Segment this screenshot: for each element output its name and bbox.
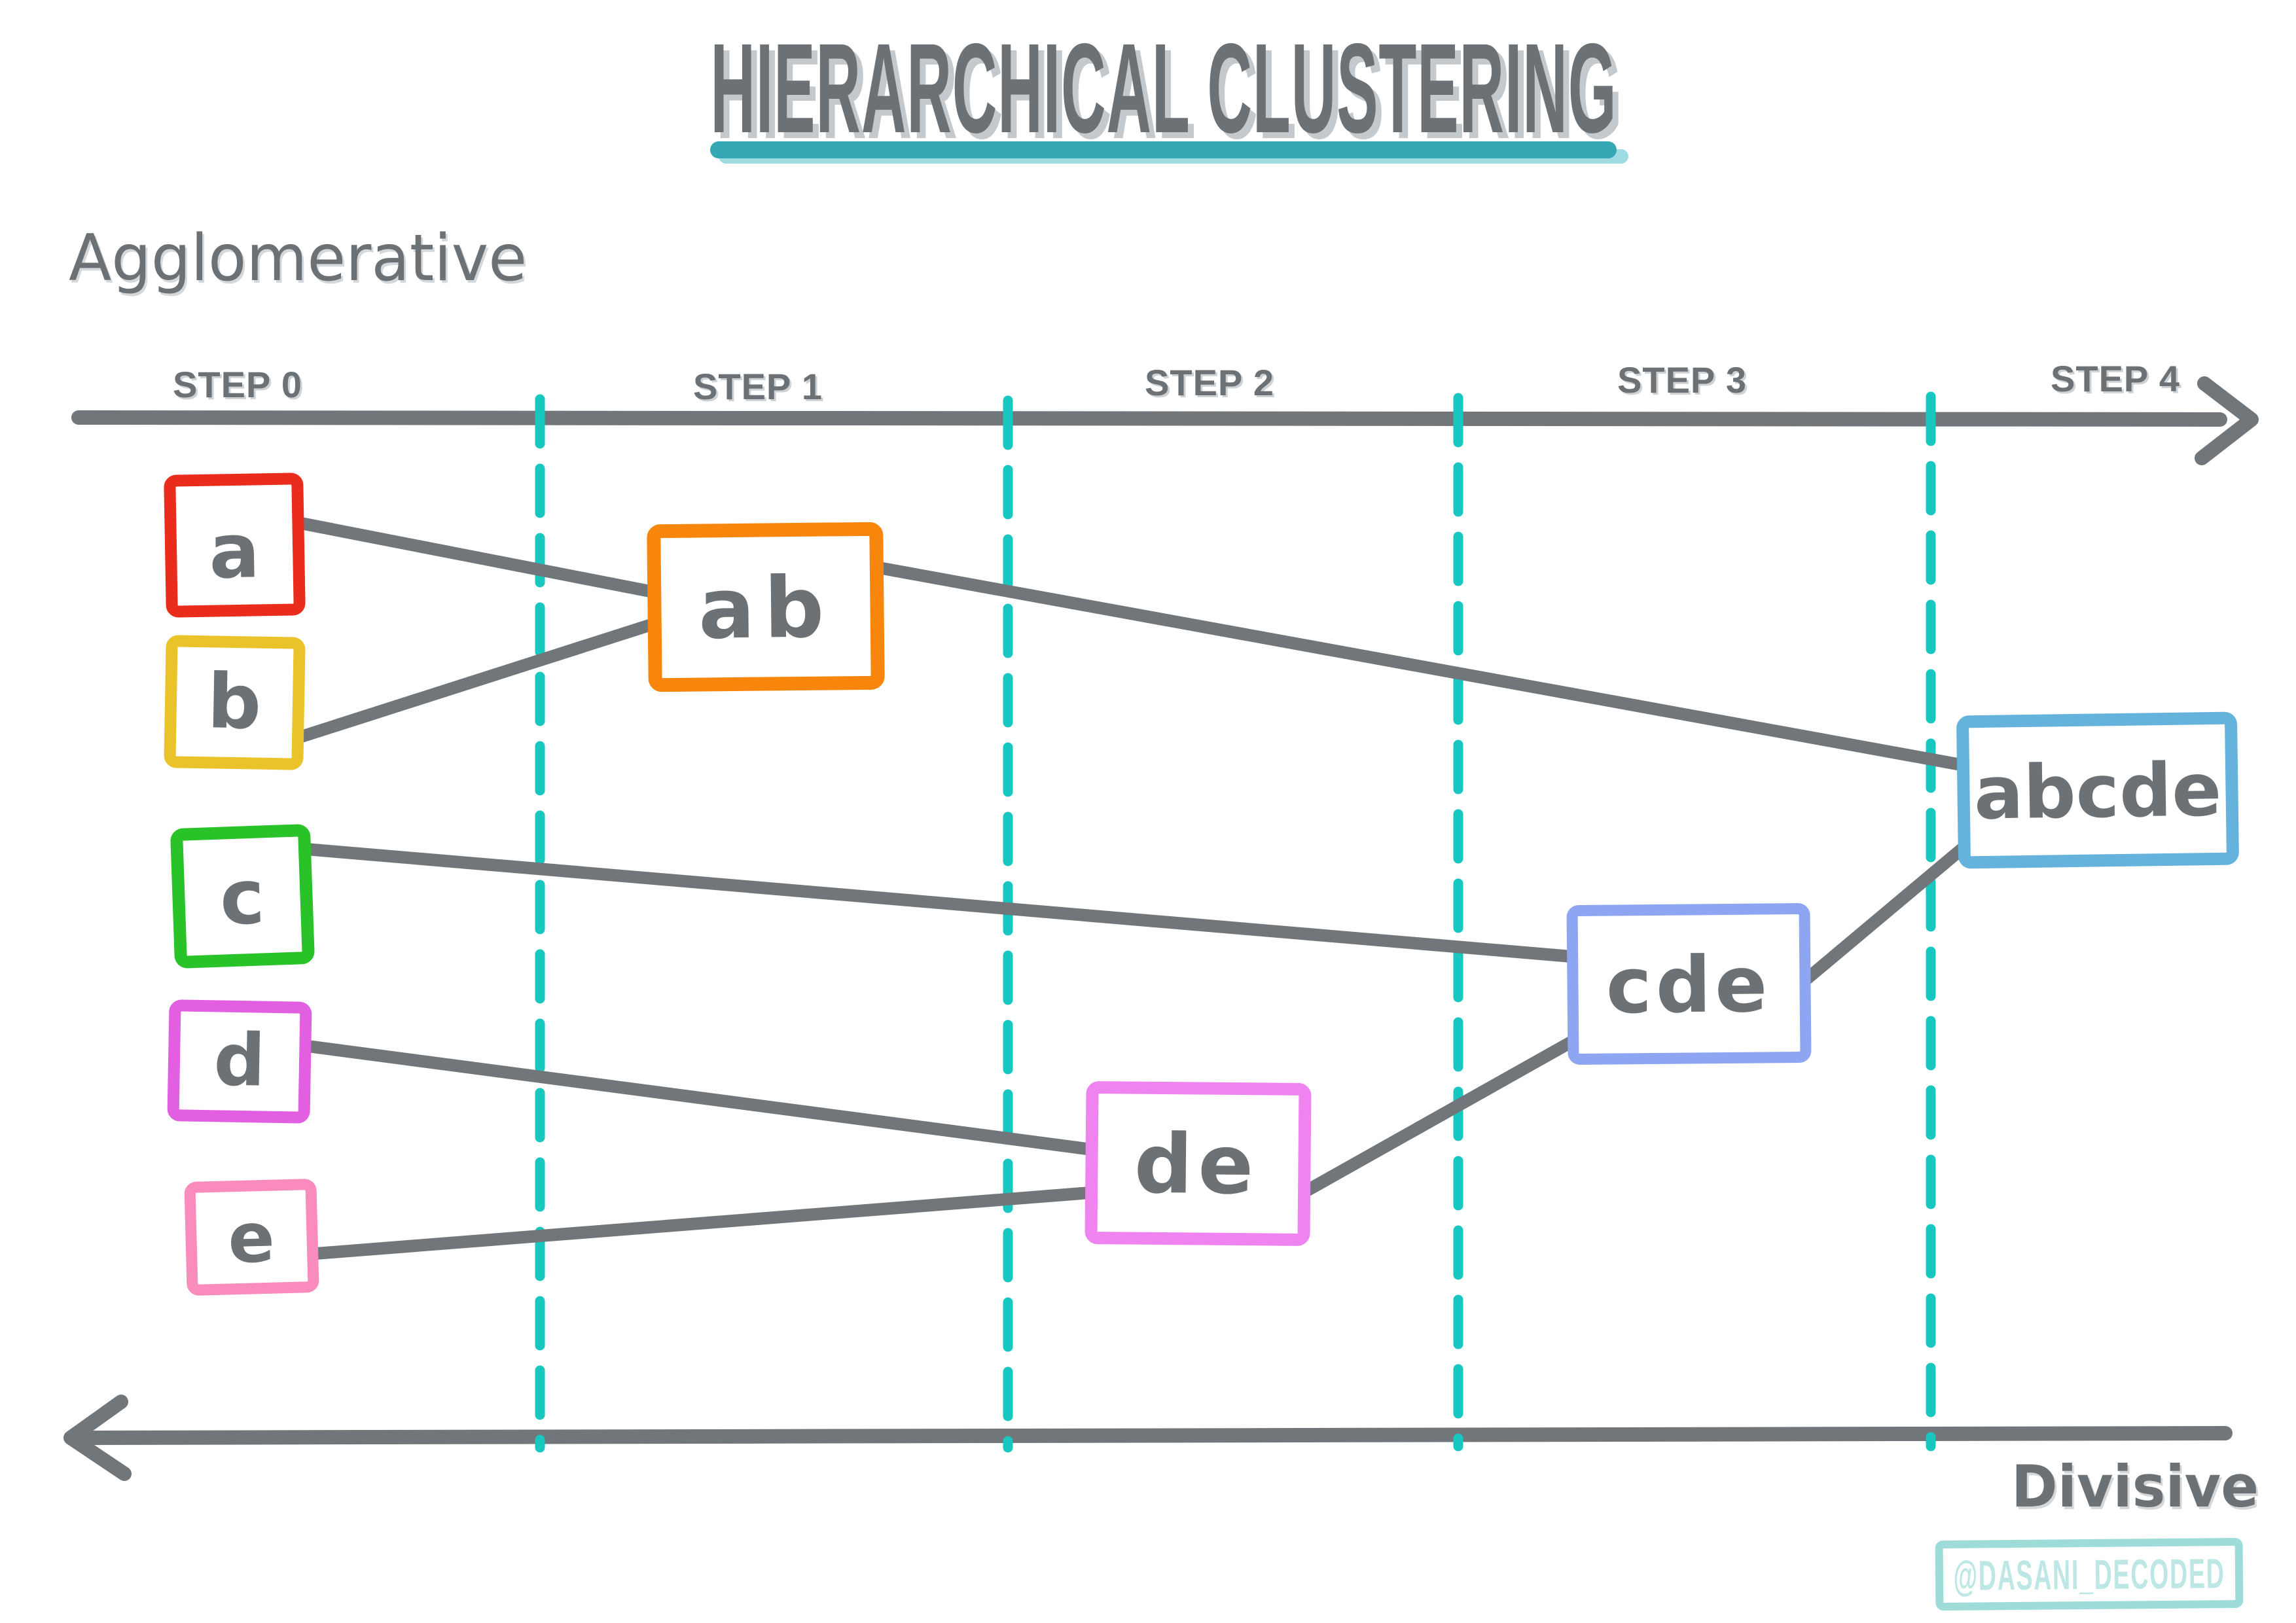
node-ab-label: ab (698, 559, 834, 658)
node-d-label: d (213, 1018, 266, 1102)
node-a-box (164, 473, 306, 618)
merge-edges (289, 516, 1974, 1260)
step-label-1: STEP 1 (693, 366, 823, 407)
step-label-0: STEP 0 (173, 364, 302, 405)
edge-a-ab (289, 516, 665, 599)
timeline-top-line (71, 410, 2227, 427)
node-c-label: c (219, 853, 266, 942)
node-d: d (167, 999, 312, 1124)
timeline-bottom (63, 1395, 2233, 1481)
node-e-label: e (227, 1198, 276, 1279)
watermark-text: @DASANI_DECODED (1953, 1550, 2225, 1599)
step-label-3: STEP 3 (1617, 359, 1747, 401)
edge-c-cde (296, 842, 1581, 963)
step-label-2: STEP 2 (1145, 362, 1274, 403)
node-cde: cde (1566, 903, 1812, 1065)
edge-de-cde (1297, 1033, 1583, 1199)
node-de-box (1085, 1081, 1312, 1246)
node-de-label: de (1134, 1117, 1259, 1213)
edge-ab-abcde (870, 561, 1973, 772)
edge-e-de (305, 1186, 1101, 1260)
edge-b-ab (292, 616, 665, 744)
node-abcde-label: abcde (1973, 747, 2222, 836)
node-c-box (170, 824, 315, 969)
node-e-box (184, 1179, 319, 1296)
node-b: b (164, 635, 306, 770)
edge-d-de (298, 1039, 1101, 1156)
node-abcde: abcde (1956, 711, 2239, 869)
node-abcde-box (1956, 711, 2239, 869)
node-cde-box (1566, 903, 1812, 1065)
node-a-label: a (208, 507, 260, 596)
timeline-bottom-arrowhead-icon (63, 1395, 132, 1481)
node-cde-label: cde (1605, 939, 1772, 1031)
page-title: HIERARCHICAL CLUSTERING (711, 17, 1617, 160)
node-e: e (184, 1179, 319, 1296)
divisive-label: Divisive (2011, 1453, 2259, 1520)
node-a: a (164, 473, 306, 618)
node-ab-box (647, 522, 885, 692)
cluster-nodes: a b c d e ab de cde (164, 473, 2239, 1296)
agglomerative-label: Agglomerative (69, 221, 527, 296)
title-underline (710, 141, 1617, 158)
timeline-top-arrowhead-icon (2195, 376, 2259, 465)
step-label-4: STEP 4 (2051, 358, 2180, 399)
node-b-label: b (207, 658, 262, 746)
node-de: de (1085, 1081, 1312, 1246)
node-c: c (170, 824, 315, 969)
edge-cde-abcde (1799, 838, 1974, 987)
timeline-top: STEP 0 STEP 1 STEP 2 STEP 3 STEP 4 (71, 358, 2259, 465)
node-b-box (164, 635, 306, 770)
watermark-box (1935, 1538, 2244, 1611)
node-ab: ab (647, 522, 885, 692)
title-group: HIERARCHICAL CLUSTERING (710, 17, 1628, 164)
node-d-box (167, 999, 312, 1124)
watermark: @DASANI_DECODED (1935, 1538, 2244, 1611)
timeline-bottom-line (77, 1426, 2233, 1445)
